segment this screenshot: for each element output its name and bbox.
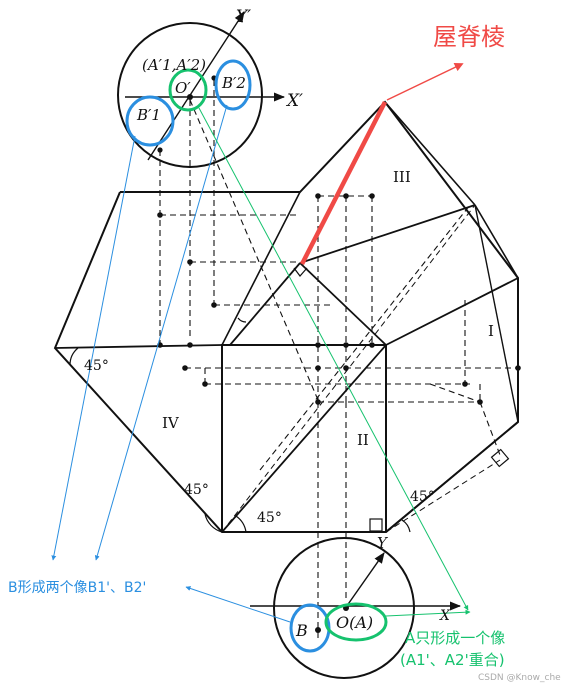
- b2-prime-label: B′2: [221, 74, 246, 92]
- a-primes-label: (A′1,A′2): [142, 56, 206, 74]
- construction-lines: [159, 80, 518, 640]
- y-prime-axis: [147, 11, 245, 161]
- angle-left-label: 45°: [84, 358, 109, 374]
- o-prime-label: O′: [175, 79, 191, 97]
- green-highlights: [168, 68, 471, 642]
- ridge-edge-highlight: [299, 63, 464, 266]
- bottom-object-circle: [250, 537, 462, 679]
- blue-highlights: [51, 59, 331, 653]
- a-annotation-line1: A只形成一个像: [405, 629, 505, 647]
- a-annotation-line2: (A1'、A2'重合): [400, 651, 505, 669]
- b-label: B: [295, 621, 308, 640]
- oa-label: O(A): [336, 613, 373, 632]
- x-axis-label: X: [439, 608, 451, 624]
- b-annotation: B形成两个像B1'、B2': [8, 580, 146, 596]
- face-iii-label: III: [393, 168, 411, 186]
- angle-right-label: 45°: [410, 489, 435, 505]
- y-axis: [343, 552, 385, 611]
- y-prime-label: Y′: [236, 7, 251, 27]
- angle-bottom-left-label: 45°: [184, 482, 209, 498]
- construction-points: [157, 193, 521, 405]
- ridge-title: 屋脊棱: [433, 23, 505, 51]
- b1-prime-label: B′1: [136, 106, 161, 124]
- prism-body: [53, 100, 519, 533]
- face-i-label: I: [488, 322, 494, 340]
- angle-center-label: 45°: [257, 510, 282, 526]
- y-axis-label: Y: [377, 534, 389, 552]
- face-iv-label: IV: [162, 414, 180, 432]
- x-prime-label: X′: [285, 91, 303, 111]
- watermark: CSDN @Know_chen: [478, 673, 561, 683]
- face-ii-label: II: [357, 431, 369, 449]
